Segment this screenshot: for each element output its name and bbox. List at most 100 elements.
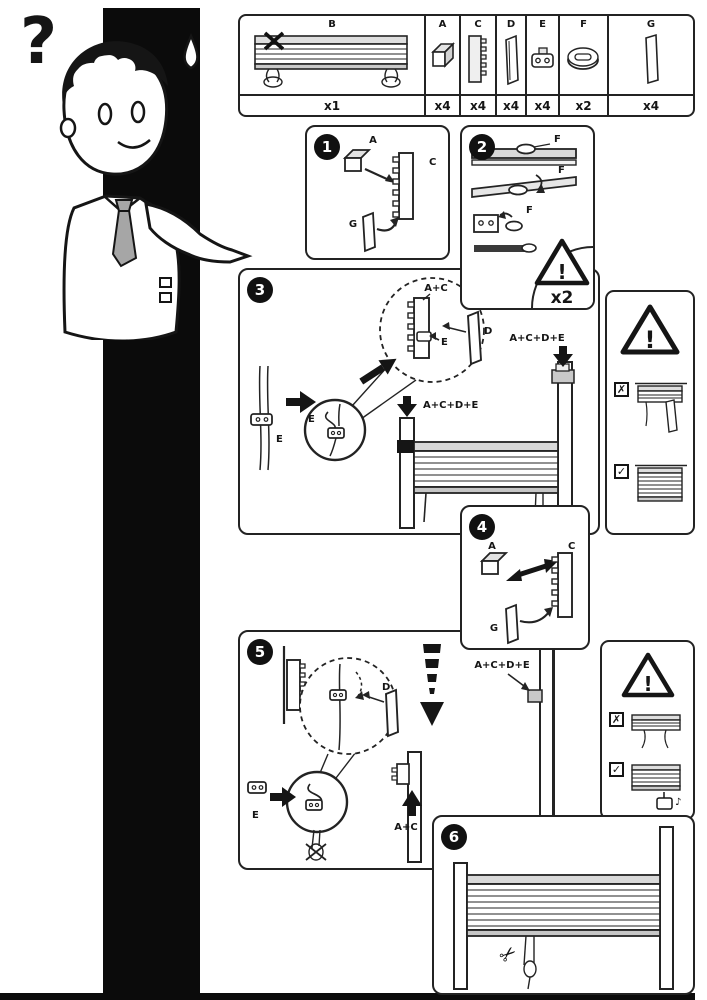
part-column-b: B xyxy=(240,16,426,94)
step-4-badge: 4 xyxy=(469,514,495,540)
part-column-d: D xyxy=(497,16,527,94)
part-column-c: C xyxy=(461,16,497,94)
part-column-f: F xyxy=(560,16,609,94)
down-arrow xyxy=(553,346,573,367)
up-arrow xyxy=(402,790,422,816)
part-qty: x2 xyxy=(560,96,609,115)
pocket xyxy=(159,292,172,303)
threading-magnifier: D xyxy=(299,657,399,755)
step-2-badge: 2 xyxy=(469,134,495,160)
mounted-bracket xyxy=(397,440,414,453)
label-e-knot: E xyxy=(308,414,315,425)
label-c: C xyxy=(568,541,575,552)
label-a: A xyxy=(369,135,377,146)
label-e-cords: E xyxy=(276,434,283,445)
label-f1: F xyxy=(554,134,561,145)
incorrect-blind-icon xyxy=(635,382,687,433)
tie-knot xyxy=(114,199,134,212)
label-d: D xyxy=(382,682,390,693)
part-qty: x4 xyxy=(426,96,461,115)
part-qty: x4 xyxy=(497,96,527,115)
label-ac: A+C xyxy=(394,822,417,833)
parts-row: B A xyxy=(240,16,693,94)
cord-clip xyxy=(247,781,267,794)
correct-blind-icon: ♪ xyxy=(631,764,681,810)
part-qty: x4 xyxy=(461,96,497,115)
smile xyxy=(117,139,151,149)
plate-g xyxy=(362,211,376,253)
left-window-post xyxy=(391,751,422,863)
lift-cords xyxy=(250,365,273,471)
bracket-a xyxy=(342,149,372,172)
correct-checkbox-icon: ✓ xyxy=(614,464,629,479)
eye xyxy=(97,102,113,126)
part-label: G xyxy=(646,19,656,30)
repeat-count: x2 xyxy=(551,288,574,308)
wrong-checkbox-icon: ✗ xyxy=(614,382,629,397)
label-acde: A+C+D+E xyxy=(474,660,530,671)
parts-qty-row: x1 x4 x4 x4 x4 x2 x4 xyxy=(240,94,693,115)
correct-mark: ✓ xyxy=(616,465,627,478)
wrong-mark: ✗ xyxy=(616,383,627,396)
part-e-clip-icon xyxy=(531,47,554,68)
step-2-diagram: F F F ! xyxy=(471,134,593,308)
part-column-a: A xyxy=(426,16,461,94)
warning-triangle-icon: ! xyxy=(620,304,680,355)
warning-exclamation: ! xyxy=(643,672,652,696)
step-5-badge: 5 xyxy=(247,639,273,665)
step-1-diagram: A C G xyxy=(342,135,436,253)
part-g-strip-icon xyxy=(645,33,659,85)
label-g: G xyxy=(349,219,357,230)
correct-example-row: ✓ xyxy=(607,464,693,512)
correct-mark: ✓ xyxy=(611,763,622,776)
step-6-diagram: ✂ xyxy=(453,826,674,990)
label-e: E xyxy=(252,810,259,821)
warning-triangle-icon: ! xyxy=(621,652,674,698)
warning-exclamation: ! xyxy=(645,326,656,354)
scissors-icon: ✂ xyxy=(494,940,522,969)
question-mark: ? xyxy=(20,5,58,79)
knot-magnifier xyxy=(285,770,349,861)
mascot-illustration xyxy=(59,32,253,340)
part-column-e: E xyxy=(527,16,560,94)
part-label: B xyxy=(328,19,336,30)
headrail-side-view xyxy=(471,174,577,198)
arrow-head xyxy=(390,217,399,227)
step-3-badge: 3 xyxy=(247,277,273,303)
bracket-a xyxy=(479,552,509,575)
label-g: G xyxy=(490,623,498,634)
step-5-panel: 5 A+C+D+E xyxy=(238,630,555,870)
mascot-body xyxy=(62,194,253,340)
wrong-mark: ✗ xyxy=(611,713,622,726)
part-qty: x1 xyxy=(240,96,426,115)
mascot-pointing-arm xyxy=(144,202,253,264)
step-6-panel: 6 ✂ xyxy=(432,815,695,995)
correct-example-row: ✓ ♪ xyxy=(602,762,693,814)
warning-exclamation: ! xyxy=(557,260,566,284)
double-arrow-head xyxy=(506,569,522,581)
part-b-blind-icon xyxy=(254,31,408,88)
warning-panel-upper: ! ✗ ✓ xyxy=(605,290,695,535)
bottom-bar xyxy=(0,993,695,1000)
click-icon: ♪ xyxy=(656,792,681,810)
bracket-clip-view xyxy=(473,211,537,253)
part-a-bracket-icon xyxy=(431,42,455,68)
label-a: A xyxy=(488,541,496,552)
part-c-comb-icon xyxy=(468,35,487,83)
step-6-badge: 6 xyxy=(441,824,467,850)
correct-checkbox-icon: ✓ xyxy=(609,762,624,777)
step-1-badge: 1 xyxy=(314,134,340,160)
label-ac: A+C xyxy=(424,283,447,294)
headrail-top-view xyxy=(471,143,577,166)
step-4-diagram: A C G xyxy=(479,541,575,645)
step-5-diagram: A+C+D+E A+C xyxy=(247,644,553,863)
bracket-c xyxy=(392,152,414,220)
right-arrow xyxy=(270,787,296,807)
eye xyxy=(130,100,146,124)
right-arrow xyxy=(286,391,316,413)
warning-panel-lower: ! ✗ ✓ ♪ xyxy=(600,640,695,820)
part-label: D xyxy=(506,19,516,30)
hair xyxy=(62,41,169,106)
part-label: E xyxy=(539,19,546,30)
